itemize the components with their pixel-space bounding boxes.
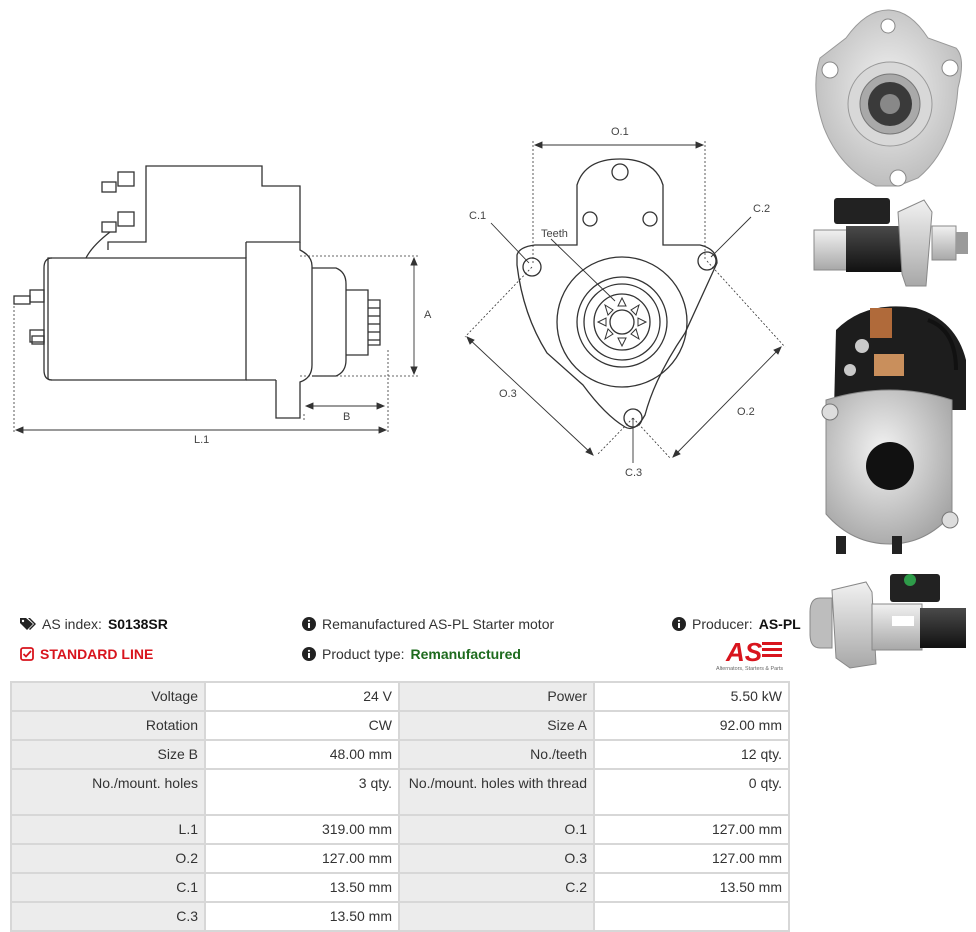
table-row: Voltage 24 V Power 5.50 kW [10, 681, 790, 712]
table-row: C.3 13.50 mm [10, 901, 790, 932]
dim-c2-label: C.2 [753, 203, 770, 215]
dim-l1-label: L.1 [194, 434, 209, 446]
spec-label: Size A [398, 710, 595, 741]
as-index-label: AS index: [42, 616, 102, 632]
spec-value: 12 qty. [593, 739, 790, 770]
product-photo-angle [809, 574, 966, 669]
producer-label: Producer: [692, 616, 753, 632]
product-photo-side [813, 198, 968, 287]
info-circle-icon [302, 647, 316, 661]
spec-label: C.1 [10, 872, 206, 903]
spec-value: 127.00 mm [204, 843, 400, 874]
table-row: No./mount. holes 3 qty. No./mount. holes… [10, 768, 790, 816]
spec-label: O.3 [398, 843, 595, 874]
spec-label: O.2 [10, 843, 206, 874]
dim-o3-label: O.3 [499, 388, 517, 400]
product-photo-front [815, 9, 962, 187]
table-row: Size B 48.00 mm No./teeth 12 qty. [10, 739, 790, 770]
spec-label: C.3 [10, 901, 206, 932]
as-index-row: AS index: S0138SR [20, 616, 168, 632]
spec-value: 24 V [204, 681, 400, 712]
product-description: Remanufactured AS-PL Starter motor [322, 616, 555, 632]
product-type-label: Product type: [322, 646, 405, 662]
producer-value: AS-PL [758, 616, 801, 632]
spec-label: Voltage [10, 681, 206, 712]
as-index-value: S0138SR [107, 616, 168, 632]
spec-value [593, 901, 790, 932]
dim-o1-label: O.1 [611, 126, 629, 138]
spec-value: 127.00 mm [593, 843, 790, 874]
spec-table: Voltage 24 V Power 5.50 kW Rotation CW S… [10, 681, 790, 932]
logo-tagline: Alternators, Starters & Parts [716, 666, 783, 672]
table-row: Rotation CW Size A 92.00 mm [10, 710, 790, 741]
spec-label [398, 901, 595, 932]
spec-label: C.2 [398, 872, 595, 903]
spec-value: 127.00 mm [593, 814, 790, 845]
spec-value: 5.50 kW [593, 681, 790, 712]
product-type-value: Remanufactured [410, 646, 521, 662]
spec-label: O.1 [398, 814, 595, 845]
spec-label: Rotation [10, 710, 206, 741]
dim-o2-label: O.2 [737, 406, 755, 418]
spec-value: 319.00 mm [204, 814, 400, 845]
spec-value: 13.50 mm [204, 872, 400, 903]
spec-value: 48.00 mm [204, 739, 400, 770]
spec-value: 3 qty. [204, 768, 400, 816]
table-row: C.1 13.50 mm C.2 13.50 mm [10, 872, 790, 903]
spec-value: 0 qty. [593, 768, 790, 816]
product-photo-rear [821, 306, 966, 554]
producer-row: Producer: AS-PL [672, 616, 801, 632]
spec-label: No./teeth [398, 739, 595, 770]
table-row: L.1 319.00 mm O.1 127.00 mm [10, 814, 790, 845]
info-circle-icon [672, 617, 686, 631]
spec-value: 13.50 mm [593, 872, 790, 903]
spec-label: No./mount. holes [10, 768, 206, 816]
info-circle-icon [302, 617, 316, 631]
dim-a-label: A [424, 309, 432, 321]
description-row: Remanufactured AS-PL Starter motor [302, 616, 554, 632]
dim-c3-label: C.3 [625, 467, 642, 479]
side-view-drawing: A B L.1 [13, 165, 432, 446]
tags-icon [20, 618, 36, 630]
svg-text:AS: AS [725, 638, 763, 667]
as-pl-logo: AS Alternators, Starters & Parts [716, 638, 783, 672]
spec-value: 92.00 mm [593, 710, 790, 741]
dim-c1-label: C.1 [469, 210, 486, 222]
spec-value: CW [204, 710, 400, 741]
spec-value: 13.50 mm [204, 901, 400, 932]
check-square-icon [20, 647, 34, 661]
front-view-drawing: O.1 C.1 C.2 Teeth O.3 O.2 C.3 [464, 126, 786, 479]
product-type-row: Product type: Remanufactured [302, 646, 521, 662]
teeth-label: Teeth [541, 228, 568, 240]
dim-b-label: B [343, 411, 350, 423]
spec-label: Power [398, 681, 595, 712]
spec-label: Size B [10, 739, 206, 770]
standard-line-label: STANDARD LINE [40, 646, 154, 662]
table-row: O.2 127.00 mm O.3 127.00 mm [10, 843, 790, 874]
spec-label: L.1 [10, 814, 206, 845]
spec-label: No./mount. holes with thread [398, 768, 595, 816]
standard-line-row: STANDARD LINE [20, 646, 153, 662]
